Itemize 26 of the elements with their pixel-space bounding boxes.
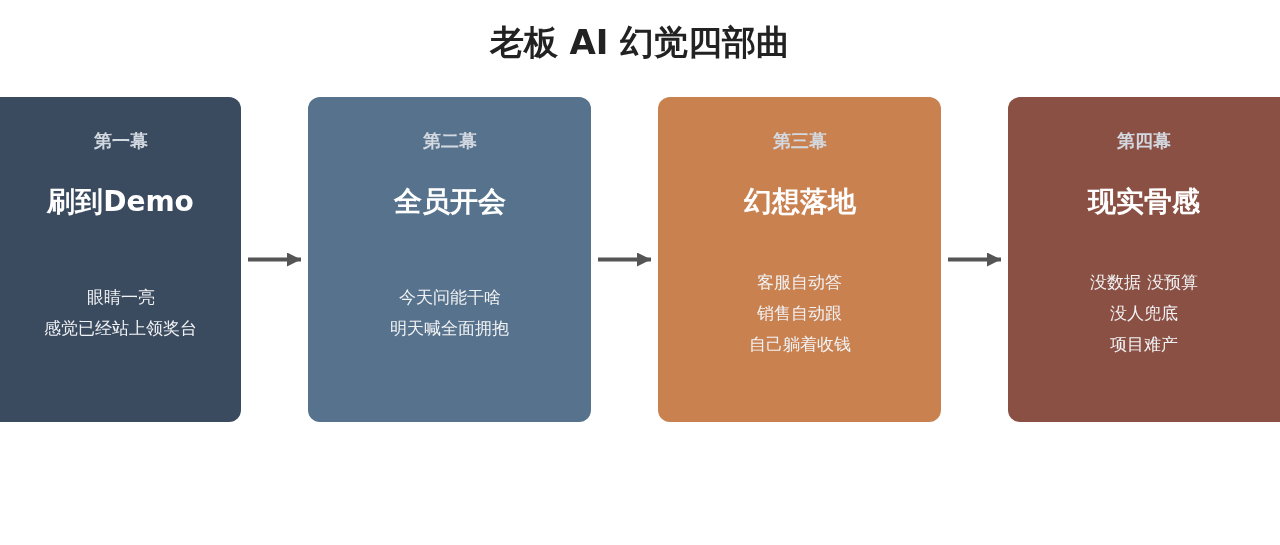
act-card: [0, 97, 241, 422]
act-description: 客服自动答: [757, 270, 842, 294]
act-description: 感觉已经站上领奖台: [44, 317, 197, 340]
act-card: [658, 97, 941, 422]
act-card: [1008, 97, 1280, 422]
act-description: 自己躺着收钱: [748, 332, 851, 356]
act-number: 第四幕: [1117, 129, 1171, 153]
act-description: 没数据 没预算: [1090, 270, 1198, 294]
act-description: 今天问能干啥: [398, 286, 501, 309]
act-title: 幻想落地: [743, 184, 856, 220]
act-card: [308, 97, 591, 422]
act-description: 明天喊全面拥抱: [390, 317, 509, 340]
act-title: 全员开会: [393, 184, 506, 220]
act-description: 销售自动跟: [757, 301, 842, 325]
act-number: 第一幕: [93, 129, 148, 153]
act-number: 第二幕: [422, 129, 477, 153]
diagram-title: 老板 AI 幻觉四部曲: [489, 21, 791, 64]
arrow: [248, 252, 301, 267]
act-description: 眼睛一亮: [86, 286, 155, 309]
act-number: 第三幕: [772, 129, 827, 153]
arrow: [598, 252, 651, 267]
act-description: 没人兜底: [1110, 301, 1178, 325]
act-title: 现实骨感: [1088, 184, 1200, 220]
arrow: [948, 252, 1001, 267]
act-description: 项目难产: [1110, 332, 1178, 356]
act-title: 刷到Demo: [47, 184, 194, 220]
